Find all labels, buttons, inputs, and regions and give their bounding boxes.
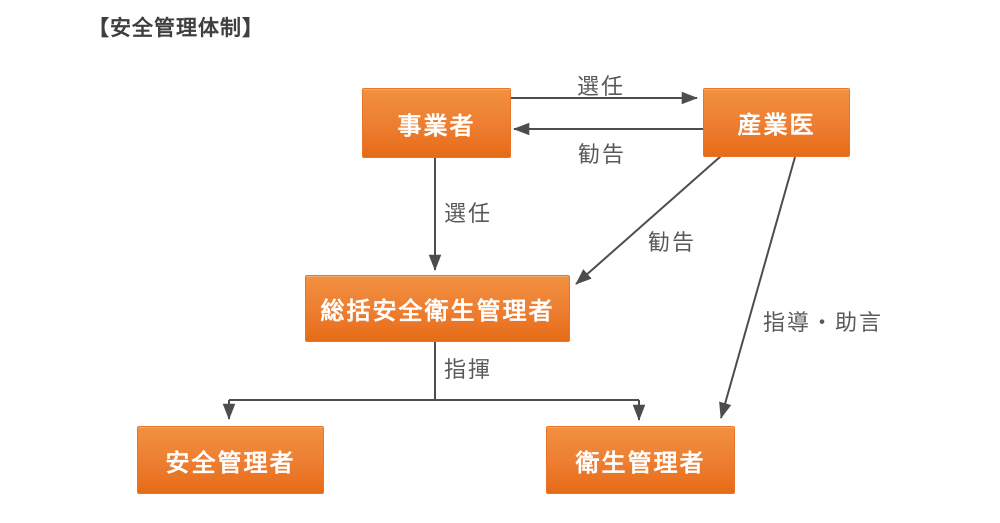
node-safety-manager: 安全管理者 [137, 426, 324, 494]
node-employer-label: 事業者 [397, 112, 476, 140]
edge-label-recommend-to-general-manager: 勧告 [648, 230, 697, 255]
edge-label-recommend-to-employer: 勧告 [577, 142, 626, 167]
arrow-physician-to-general-manager [575, 155, 722, 285]
node-safety-manager-label: 安全管理者 [165, 449, 296, 477]
diagram-title: 【安全管理体制】 [88, 17, 264, 40]
node-health-manager-label: 衛生管理者 [575, 449, 706, 477]
node-general-safety-health-manager: 総括安全衛生管理者 [305, 275, 570, 342]
node-industrial-physician: 産業医 [703, 88, 850, 157]
node-industrial-physician-label: 産業医 [737, 112, 816, 139]
edge-label-appoint-physician: 選任 [576, 74, 625, 99]
arrow-physician-to-health-manager [719, 156, 796, 419]
edge-label-appoint-general-manager: 選任 [444, 201, 493, 226]
node-health-manager: 衛生管理者 [546, 426, 735, 494]
node-employer: 事業者 [362, 88, 511, 158]
node-general-safety-health-manager-label: 総括安全衛生管理者 [320, 298, 555, 325]
command-branch-line [229, 340, 639, 401]
edge-label-command: 指揮 [444, 357, 493, 382]
edge-label-guidance-advice: 指導・助言 [763, 310, 884, 335]
